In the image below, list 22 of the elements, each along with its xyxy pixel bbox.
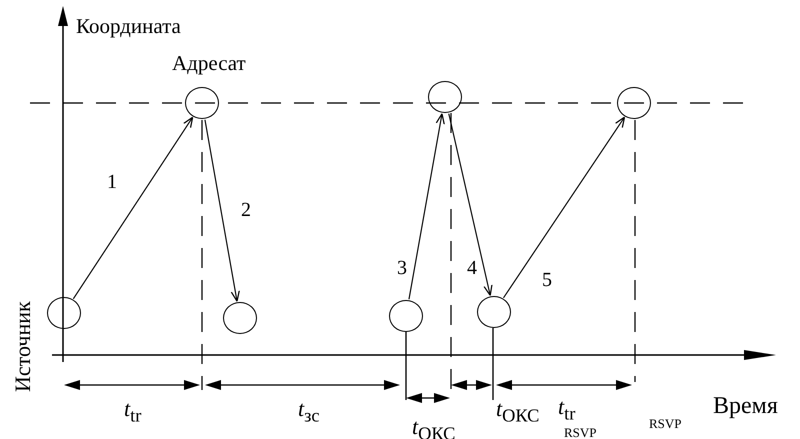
event-circle (223, 302, 257, 334)
event-circle (477, 296, 511, 328)
arrow (503, 116, 626, 298)
interval-label: t$_{ОКС}$ (496, 398, 540, 425)
event-circle (389, 300, 423, 332)
axis-label: Координата (76, 16, 181, 37)
node-caption: Адресат (172, 53, 246, 74)
arrow (408, 113, 445, 300)
arrow (448, 113, 492, 296)
event-circle (185, 87, 219, 119)
event-circle (47, 297, 81, 329)
axis-label: Источник (12, 301, 34, 392)
event-circle (617, 87, 651, 119)
interval-label: t$_{зс}$ (298, 398, 320, 425)
arrow (204, 120, 240, 302)
interval-label: t$_{tr}$ (124, 398, 142, 425)
axis-label: Время (713, 394, 778, 418)
interval-label: t$_{tr}$ (558, 396, 576, 423)
interval-label: RSVP (564, 426, 597, 439)
event-circle (428, 81, 462, 113)
arrow (72, 116, 194, 300)
interval-label: RSVP (649, 417, 682, 430)
